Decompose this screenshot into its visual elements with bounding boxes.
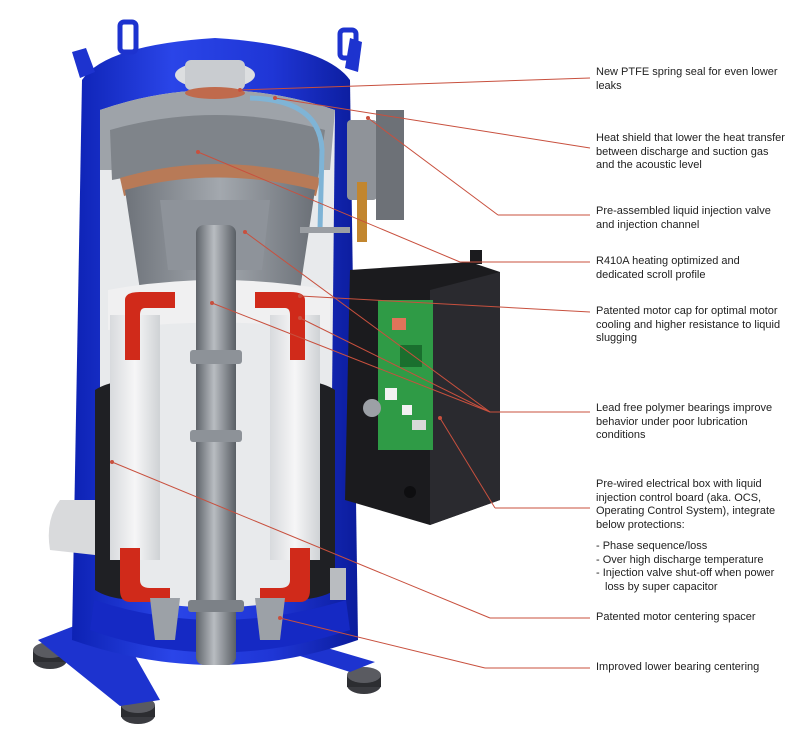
callout-lower-bearing: Improved lower bearing centering [596, 661, 786, 675]
callout-scroll-profile: R410A heating optimized and dedicated sc… [596, 255, 786, 282]
protection-list: - Phase sequence/loss - Over high discha… [596, 540, 786, 594]
protection-item: - Injection valve shut-off when power lo… [596, 567, 786, 594]
callout-motor-cap: Patented motor cap for optimal motor coo… [596, 305, 786, 346]
callout-electrical-box: Pre-wired electrical box with liquid inj… [596, 478, 786, 594]
protection-item: - Phase sequence/loss [596, 540, 786, 554]
electrical-box [345, 250, 500, 525]
callout-polymer-bearings: Lead free polymer bearings improve behav… [596, 402, 786, 443]
callout-electrical-box-text: Pre-wired electrical box with liquid inj… [596, 478, 786, 532]
callout-ptfe-seal: New PTFE spring seal for even lower leak… [596, 66, 786, 93]
callout-centering-spacer: Patented motor centering spacer [596, 611, 786, 625]
protection-item: - Over high discharge temperature [596, 554, 786, 568]
callout-heat-shield: Heat shield that lower the heat transfer… [596, 132, 786, 173]
callout-injection-valve: Pre-assembled liquid injection valve and… [596, 205, 786, 232]
